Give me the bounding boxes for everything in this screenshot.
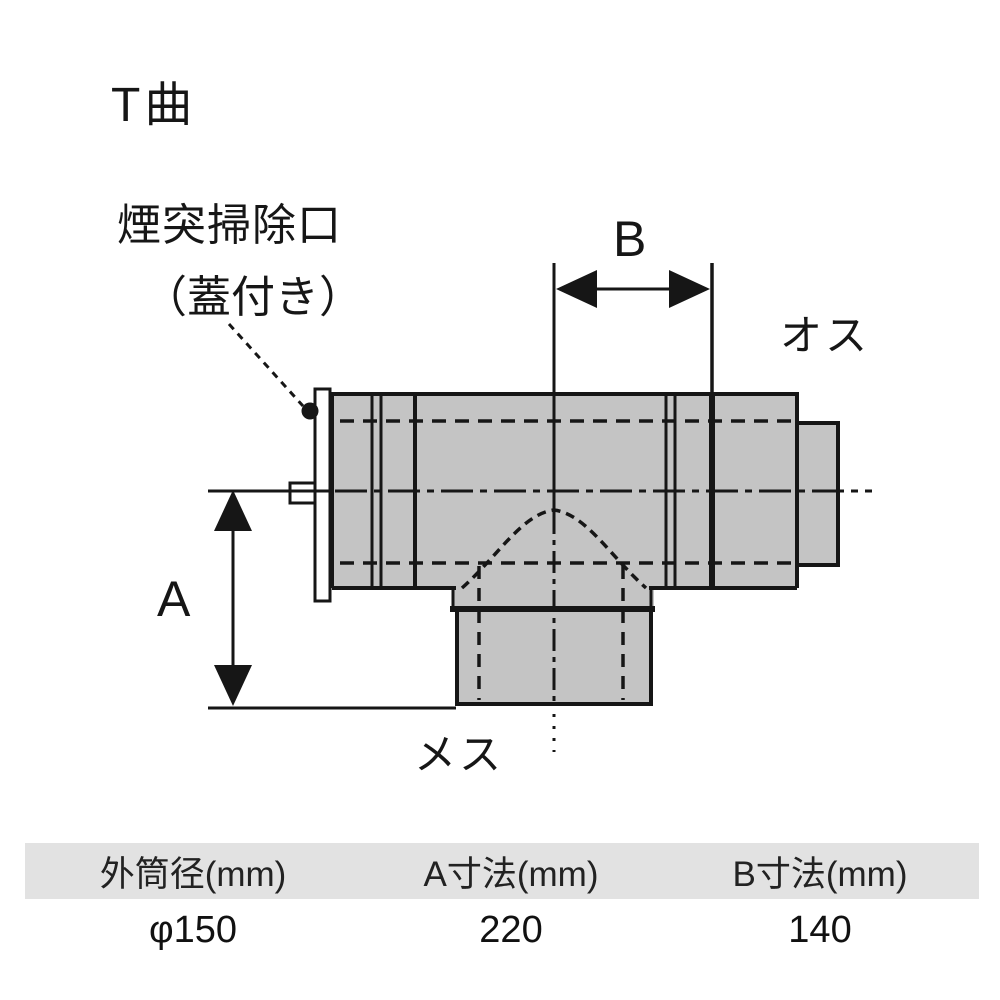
center-lines [335,263,872,752]
dim-b-arrow-right [669,270,710,308]
dimension-a [208,489,456,710]
dim-a-arrow-bottom [214,665,252,706]
male-end-label: オス [780,312,871,359]
dim-b-label: B [613,211,647,267]
spec-table-header-row: 外筒径(mm) A寸法(mm) B寸法(mm) [25,843,979,899]
callout-leader [227,322,319,420]
cleanout-cap-plate [313,387,332,603]
spec-table-value-row: φ150 220 140 [25,901,979,959]
spec-table: 外筒径(mm) A寸法(mm) B寸法(mm) φ150 220 140 [25,843,979,959]
leader-dot [301,402,319,420]
pipe-fills [332,394,840,704]
dimension-b [556,263,715,586]
female-end-label: メス [414,731,505,778]
spec-header-dim-a: A寸法(mm) [423,854,599,894]
dim-b-arrow-left [556,270,597,308]
spec-value-dim-b: 140 [788,908,852,951]
cleanout-knob [288,481,317,505]
dim-a-label: A [157,571,191,627]
leader-line [227,322,305,408]
spec-value-dim-a: 220 [479,908,543,951]
male-spigot [795,421,840,567]
branch-hidden-lines [477,566,625,700]
dim-a-arrow-top [214,490,252,531]
spec-header-outer-diameter: 外筒径(mm) [99,854,287,894]
spec-header-dim-b: B寸法(mm) [732,854,908,894]
spec-value-outer-diameter: φ150 [148,908,238,951]
cleanout-callout-line2: （蓋付き） [143,273,363,322]
cleanout-callout-line1: 煙突掃除口 [117,201,342,250]
page-title: T曲 [111,79,197,132]
